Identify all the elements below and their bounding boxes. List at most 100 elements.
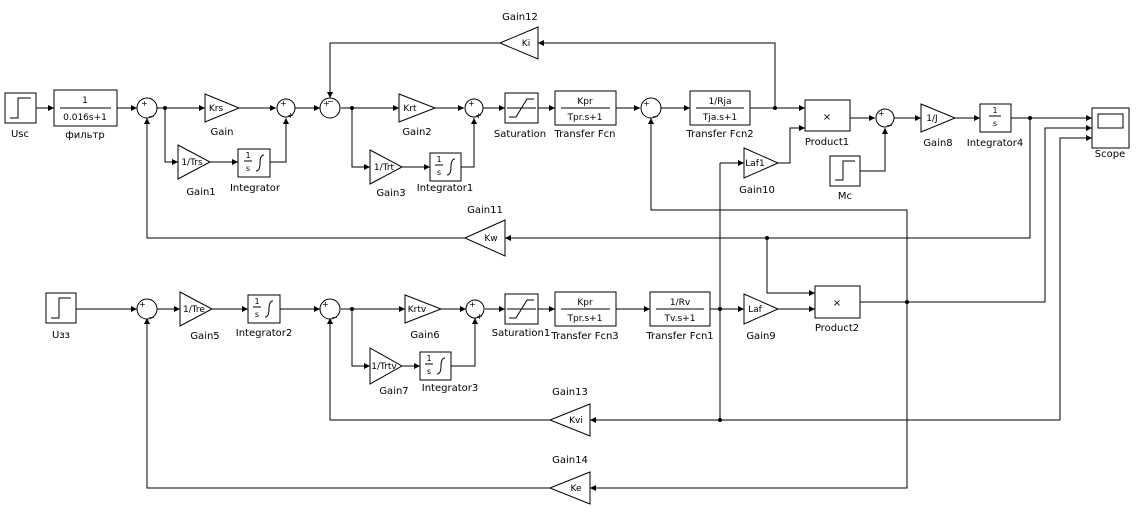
filter-transfer-fcn[interactable]: 1 0.016s+1 фильтр (53, 89, 118, 141)
svg-text:Gain1: Gain1 (186, 187, 215, 198)
svg-text:+: + (475, 111, 482, 120)
sum-block-b1[interactable]: + − (136, 298, 158, 322)
sum-block-2[interactable]: + + (276, 98, 296, 120)
svg-text:Gain: Gain (211, 127, 234, 138)
svg-text:s: s (993, 119, 997, 128)
sum-block-4[interactable]: + + (464, 98, 484, 120)
usc-label: Usc (11, 129, 29, 140)
svg-text:+: + (469, 300, 476, 309)
product1-block[interactable]: × Product1 (804, 99, 851, 148)
transfer-fcn1[interactable]: 1/Rv Tv.s+1 Transfer Fcn1 (645, 291, 714, 342)
transfer-fcn3[interactable]: Kpr Tpr.s+1 Transfer Fcn3 (550, 291, 619, 342)
junction-dots (163, 106, 1032, 422)
svg-text:+: + (468, 99, 475, 108)
svg-text:Gain6: Gain6 (410, 330, 439, 341)
svg-text:+: + (878, 109, 885, 118)
svg-text:1: 1 (254, 297, 259, 306)
gain11-kw[interactable]: Kw Gain11 (463, 205, 506, 257)
svg-text:1: 1 (82, 96, 88, 106)
sum-block-1[interactable]: + − (136, 97, 158, 121)
scope-block[interactable]: Scope (1091, 107, 1130, 160)
sum-block-3[interactable]: + − (319, 97, 341, 119)
filter-label: фильтр (65, 130, 105, 141)
sum-block-b3[interactable]: + + (465, 299, 485, 321)
svg-text:1/Trtv: 1/Trtv (371, 362, 397, 372)
svg-text:1/Rv: 1/Rv (670, 298, 691, 308)
svg-text:1/Trt: 1/Trt (374, 163, 395, 173)
product2-block[interactable]: × Product2 (814, 285, 861, 334)
svg-text:Integrator4: Integrator4 (967, 138, 1023, 149)
svg-text:Product2: Product2 (815, 323, 859, 334)
svg-text:Krtv: Krtv (408, 305, 427, 315)
svg-text:Transfer Fcn: Transfer Fcn (554, 129, 616, 140)
svg-text:Scope: Scope (1095, 149, 1125, 160)
svg-text:Gain2: Gain2 (402, 127, 431, 138)
svg-text:Gain5: Gain5 (190, 331, 219, 342)
svg-text:Integrator3: Integrator3 (422, 383, 478, 394)
svg-text:Kpr: Kpr (577, 298, 593, 308)
svg-text:Transfer Fcn1: Transfer Fcn1 (645, 331, 713, 342)
svg-text:−: − (886, 121, 893, 130)
gain6-krtv[interactable]: Krtv Gain6 (404, 294, 443, 341)
sum-block-6[interactable]: + − (875, 108, 895, 130)
svg-text:−: − (652, 112, 659, 121)
gain9-laf[interactable]: Laf Gain9 (743, 293, 780, 342)
sum-block-5[interactable]: + − (640, 97, 662, 121)
saturation1-block[interactable]: Saturation1 (492, 293, 551, 339)
gain7-trtv[interactable]: 1/Trtv Gain7 (369, 347, 409, 397)
svg-text:Kpr: Kpr (577, 97, 593, 107)
integrator2-block[interactable]: 1 s Integrator2 (236, 294, 292, 339)
svg-text:Integrator2: Integrator2 (236, 328, 292, 339)
sum-block-b2[interactable]: + − (319, 298, 341, 322)
svg-text:Tv.s+1: Tv.s+1 (664, 314, 696, 324)
svg-text:Gain7: Gain7 (379, 386, 408, 397)
gain8-j[interactable]: 1/J Gain8 (920, 103, 957, 149)
svg-text:Kvi: Kvi (569, 416, 583, 426)
svg-text:1/Rja: 1/Rja (708, 97, 731, 107)
gain12-ki[interactable]: Ki Gain12 (498, 12, 539, 60)
svg-text:Laf1: Laf1 (745, 159, 764, 169)
svg-text:−: − (148, 112, 155, 121)
transfer-fcn[interactable]: Kpr Tpr.s+1 Transfer Fcn (554, 90, 617, 140)
svg-text:Gain11: Gain11 (467, 205, 503, 216)
step-block-mc[interactable]: Mc (829, 155, 861, 202)
gain14-ke[interactable]: Ke Gain14 (548, 455, 591, 505)
svg-text:Krt: Krt (403, 104, 417, 114)
svg-text:1/Trs: 1/Trs (181, 158, 203, 168)
svg-text:s: s (427, 367, 431, 376)
svg-text:Laf: Laf (748, 305, 763, 315)
svg-text:−: − (327, 97, 334, 106)
svg-text:Saturation1: Saturation1 (492, 328, 551, 339)
gain3-trt[interactable]: 1/Trt Gain3 (369, 149, 406, 199)
gain10-laf1[interactable]: Laf1 Gain10 (739, 147, 780, 196)
gain-krs[interactable]: Krs Gain (204, 93, 241, 138)
gain13-kvi[interactable]: Kvi Gain13 (548, 387, 591, 437)
step-block-usc[interactable]: Usc (4, 92, 37, 140)
integrator3-block[interactable]: 1 s Integrator3 (419, 351, 478, 394)
integrator1-block[interactable]: 1 s Integrator1 (417, 152, 473, 194)
svg-text:Gain8: Gain8 (923, 138, 952, 149)
gain2-krt[interactable]: Krt Gain2 (398, 93, 437, 138)
svg-text:+: + (476, 312, 483, 321)
svg-text:Ke: Ke (571, 484, 582, 494)
transfer-fcn2[interactable]: 1/Rja Tja.s+1 Transfer Fcn2 (685, 90, 754, 140)
svg-text:Tpr.s+1: Tpr.s+1 (567, 113, 603, 123)
svg-text:1: 1 (426, 354, 431, 363)
svg-text:Tja.s+1: Tja.s+1 (702, 113, 737, 123)
gain1-trs[interactable]: 1/Trs Gain1 (177, 144, 216, 198)
gain5-tre[interactable]: 1/Tre Gain5 (179, 291, 220, 342)
svg-text:s: s (437, 168, 441, 177)
svg-text:Integrator: Integrator (230, 183, 281, 194)
svg-text:+: + (141, 99, 148, 108)
svg-text:Product1: Product1 (805, 137, 849, 148)
svg-text:Transfer Fcn2: Transfer Fcn2 (685, 129, 753, 140)
integrator-block[interactable]: 1 s Integrator (230, 148, 281, 194)
step-block-uzz[interactable]: Uзз (45, 292, 77, 341)
saturation-block[interactable]: Saturation (494, 92, 546, 140)
svg-text:s: s (246, 164, 250, 173)
svg-text:−: − (331, 313, 338, 322)
svg-text:Mc: Mc (838, 191, 852, 202)
integrator4-block[interactable]: 1 s Integrator4 (967, 103, 1023, 149)
svg-text:×: × (833, 298, 841, 309)
